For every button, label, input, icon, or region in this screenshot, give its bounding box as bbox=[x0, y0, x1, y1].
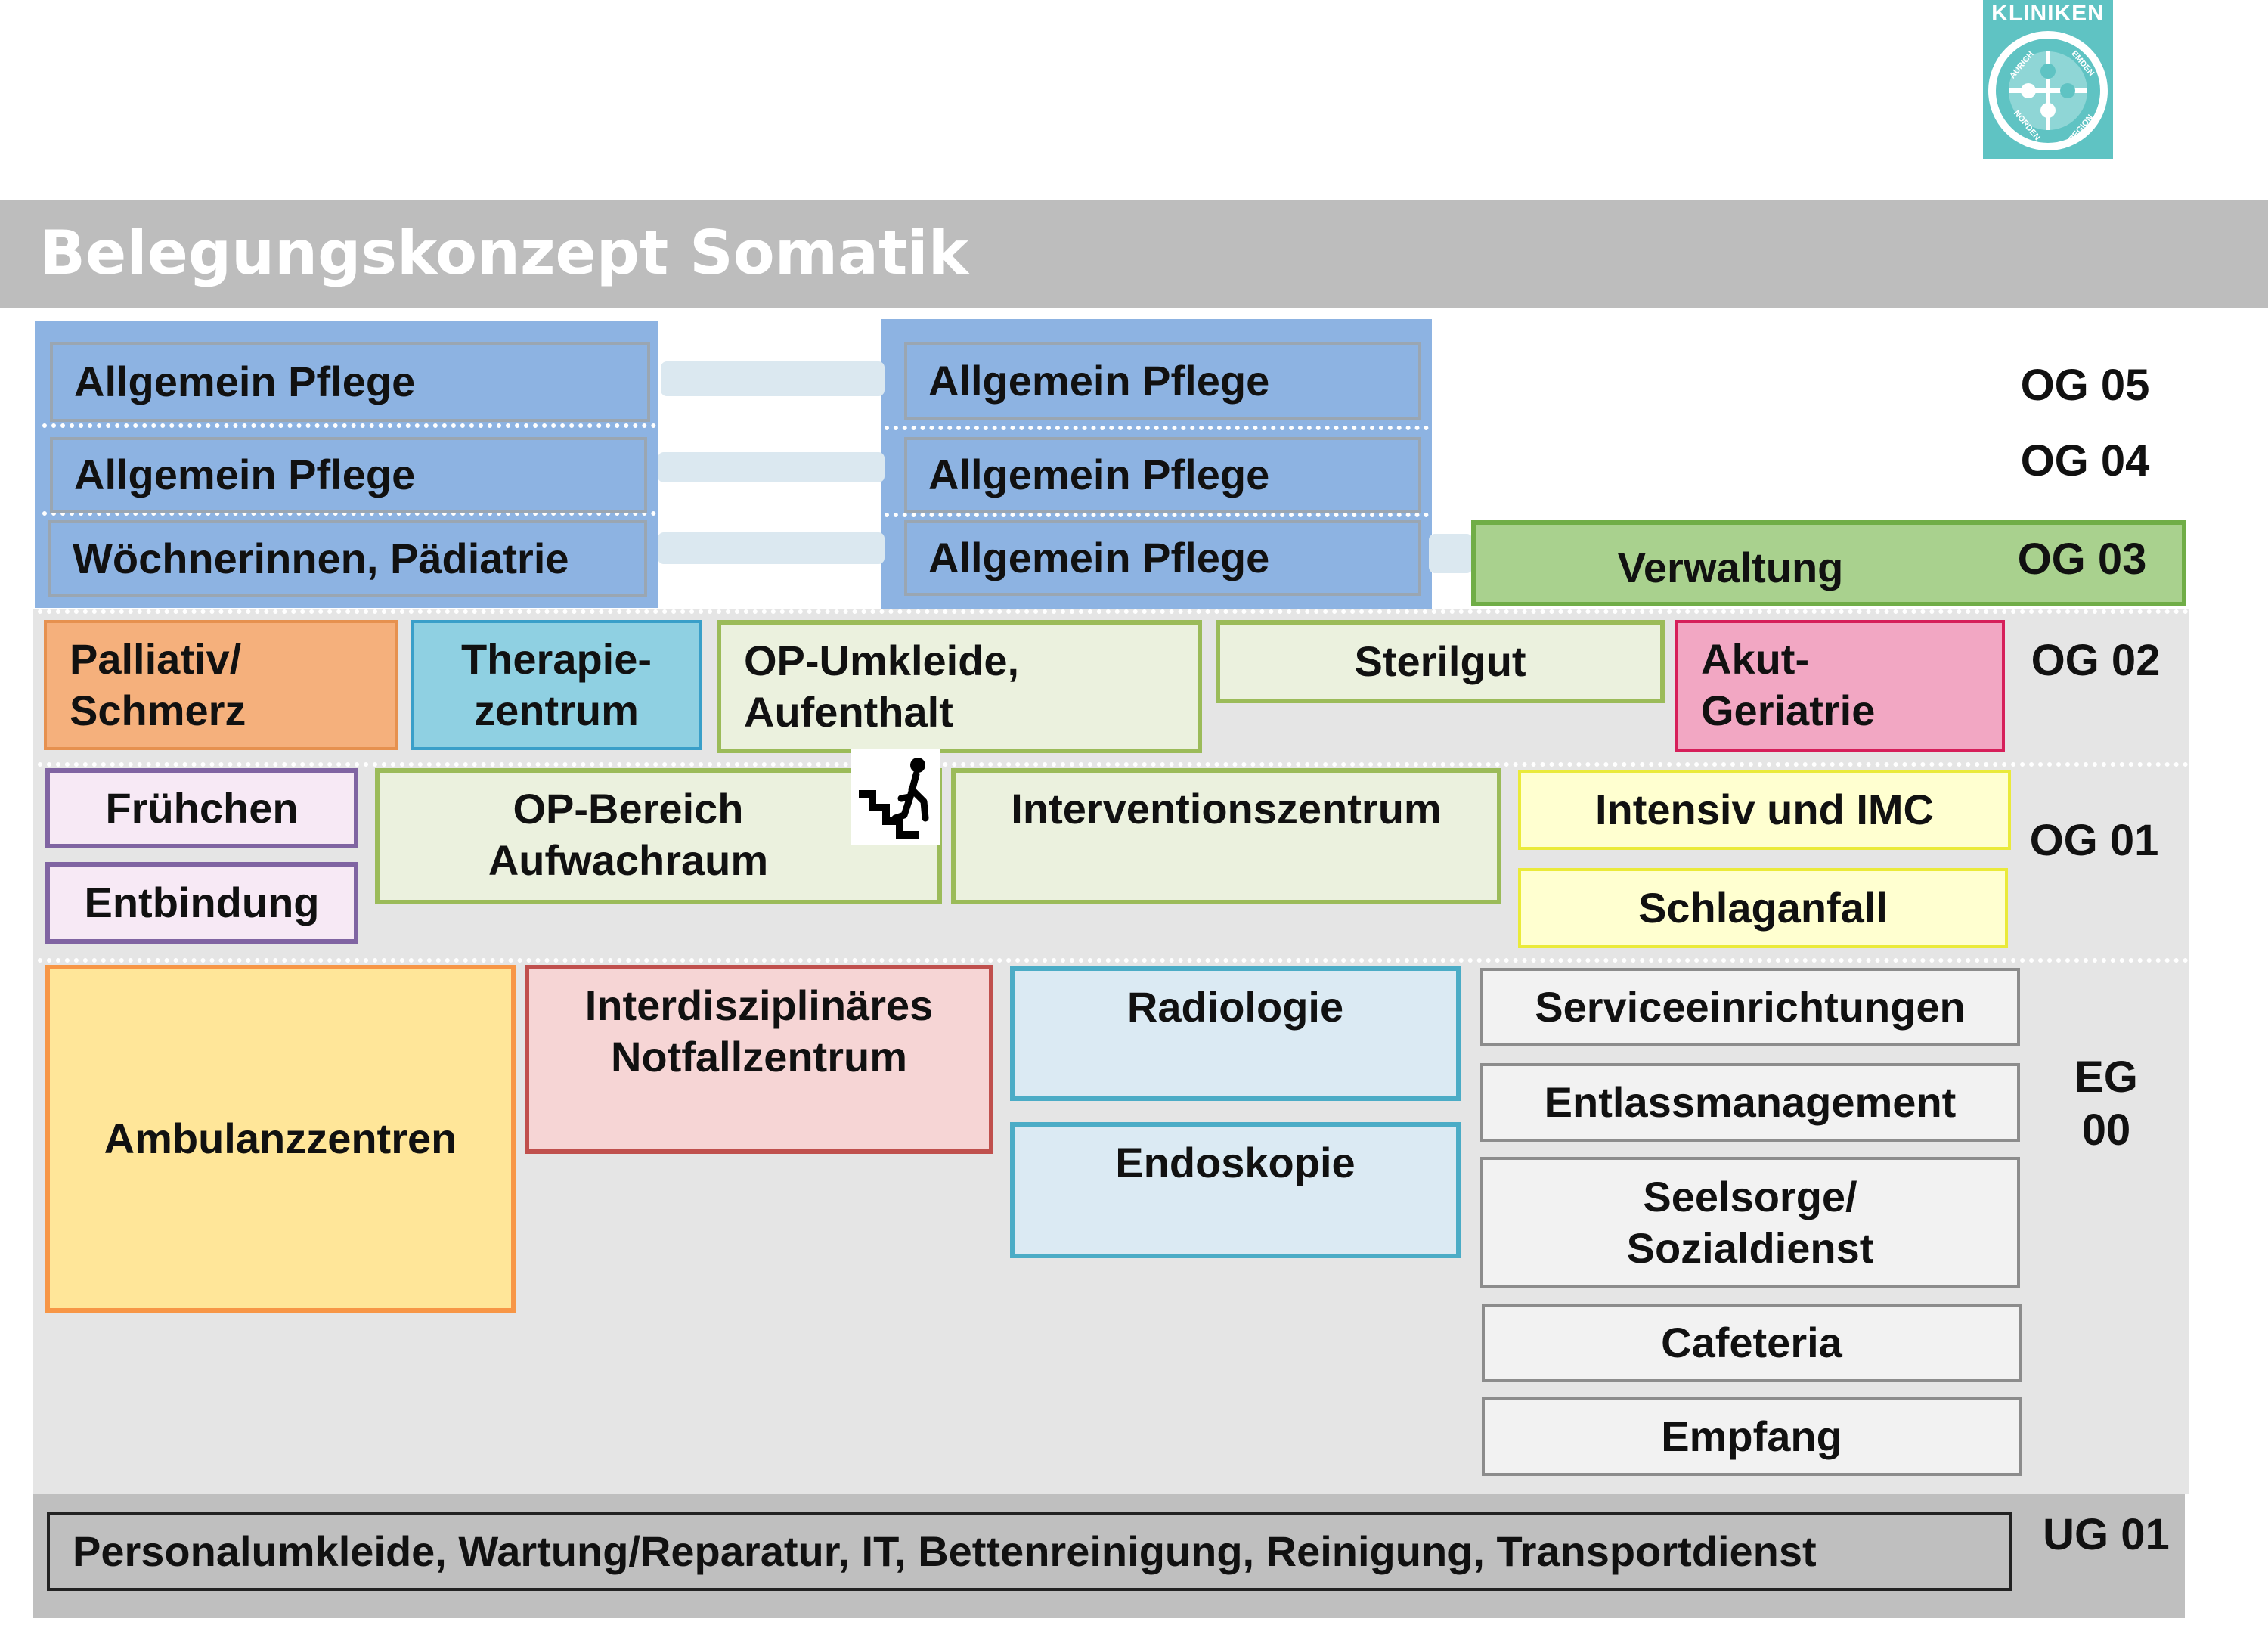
divider-og05-og04-right bbox=[885, 426, 1429, 430]
bridge-og05 bbox=[661, 361, 885, 396]
ward-og03-right: Allgemein Pflege bbox=[904, 520, 1421, 596]
ward-og05-right: Allgemein Pflege bbox=[904, 342, 1421, 420]
floor-label-og02: OG 02 bbox=[2031, 636, 2161, 685]
ward-og03-left: Wöchnerinnen, Pädiatrie bbox=[48, 520, 647, 597]
unit-seelsorge: Seelsorge/ Sozialdienst bbox=[1480, 1157, 2020, 1288]
logo-wordmark: KLINIKEN bbox=[1991, 1, 2105, 26]
kliniken-logo: KLINIKEN AURICH EMDEN NORDEN REGION bbox=[1983, 0, 2113, 159]
unit-notfallzentrum: Interdisziplinäres Notfallzentrum bbox=[525, 965, 993, 1154]
unit-palliativ: Palliativ/ Schmerz bbox=[44, 620, 398, 750]
stairs-icon bbox=[851, 749, 940, 845]
unit-entlassmanagement: Entlassmanagement bbox=[1480, 1063, 2020, 1142]
unit-ambulanzzentren: Ambulanzzentren bbox=[45, 965, 516, 1313]
unit-empfang: Empfang bbox=[1482, 1397, 2022, 1476]
bridge-og03-admin bbox=[1429, 534, 1473, 573]
unit-op-bereich: OP-Bereich Aufwachraum bbox=[375, 768, 942, 904]
ward-og05-left: Allgemein Pflege bbox=[50, 342, 650, 422]
unit-therapiezentrum: Therapie- zentrum bbox=[411, 620, 702, 750]
divider-og04-og03-right bbox=[885, 513, 1429, 517]
unit-entbindung: Entbindung bbox=[45, 862, 358, 944]
unit-op-umkleide: OP-Umkleide, Aufenthalt bbox=[717, 620, 1202, 753]
divider-og02-og01 bbox=[38, 762, 2189, 767]
floor-label-og04: OG 04 bbox=[2020, 436, 2150, 485]
unit-sterilgut: Sterilgut bbox=[1216, 620, 1665, 703]
unit-intensiv-imc: Intensiv und IMC bbox=[1518, 770, 2011, 850]
logo-puzzle-icon bbox=[1988, 31, 2108, 150]
unit-schlaganfall: Schlaganfall bbox=[1518, 868, 2008, 948]
unit-basement-services: Personalumkleide, Wartung/Reparatur, IT,… bbox=[47, 1512, 2012, 1591]
divider-og05-og04 bbox=[42, 423, 656, 428]
unit-serviceeinrichtungen: Serviceeinrichtungen bbox=[1480, 968, 2020, 1046]
floor-label-eg00: EG 00 bbox=[2074, 1053, 2138, 1155]
unit-radiologie: Radiologie bbox=[1010, 966, 1461, 1101]
divider-og01-eg00 bbox=[38, 958, 2189, 963]
page-title: Belegungskonzept Somatik bbox=[39, 218, 968, 288]
admin-verwaltung: Verwaltung bbox=[1471, 520, 2186, 606]
floor-label-og01: OG 01 bbox=[2029, 816, 2159, 865]
floor-label-og03: OG 03 bbox=[2017, 535, 2147, 584]
divider-og04-og03 bbox=[42, 511, 656, 516]
unit-cafeteria: Cafeteria bbox=[1482, 1304, 2022, 1382]
floor-label-og05: OG 05 bbox=[2020, 361, 2150, 410]
unit-endoskopie: Endoskopie bbox=[1010, 1122, 1461, 1258]
bridge-og04 bbox=[658, 452, 885, 482]
unit-interventionszentrum: Interventionszentrum bbox=[951, 768, 1501, 904]
ward-og04-right: Allgemein Pflege bbox=[904, 437, 1421, 513]
bridge-og03 bbox=[658, 532, 885, 564]
ward-og04-left: Allgemein Pflege bbox=[50, 437, 647, 513]
title-bar bbox=[0, 200, 2268, 308]
floor-label-ug01: UG 01 bbox=[2043, 1510, 2170, 1559]
unit-akut-geriatrie: Akut- Geriatrie bbox=[1675, 620, 2005, 752]
unit-fruehchen: Frühchen bbox=[45, 768, 358, 848]
divider-og03-og02 bbox=[38, 609, 2189, 614]
